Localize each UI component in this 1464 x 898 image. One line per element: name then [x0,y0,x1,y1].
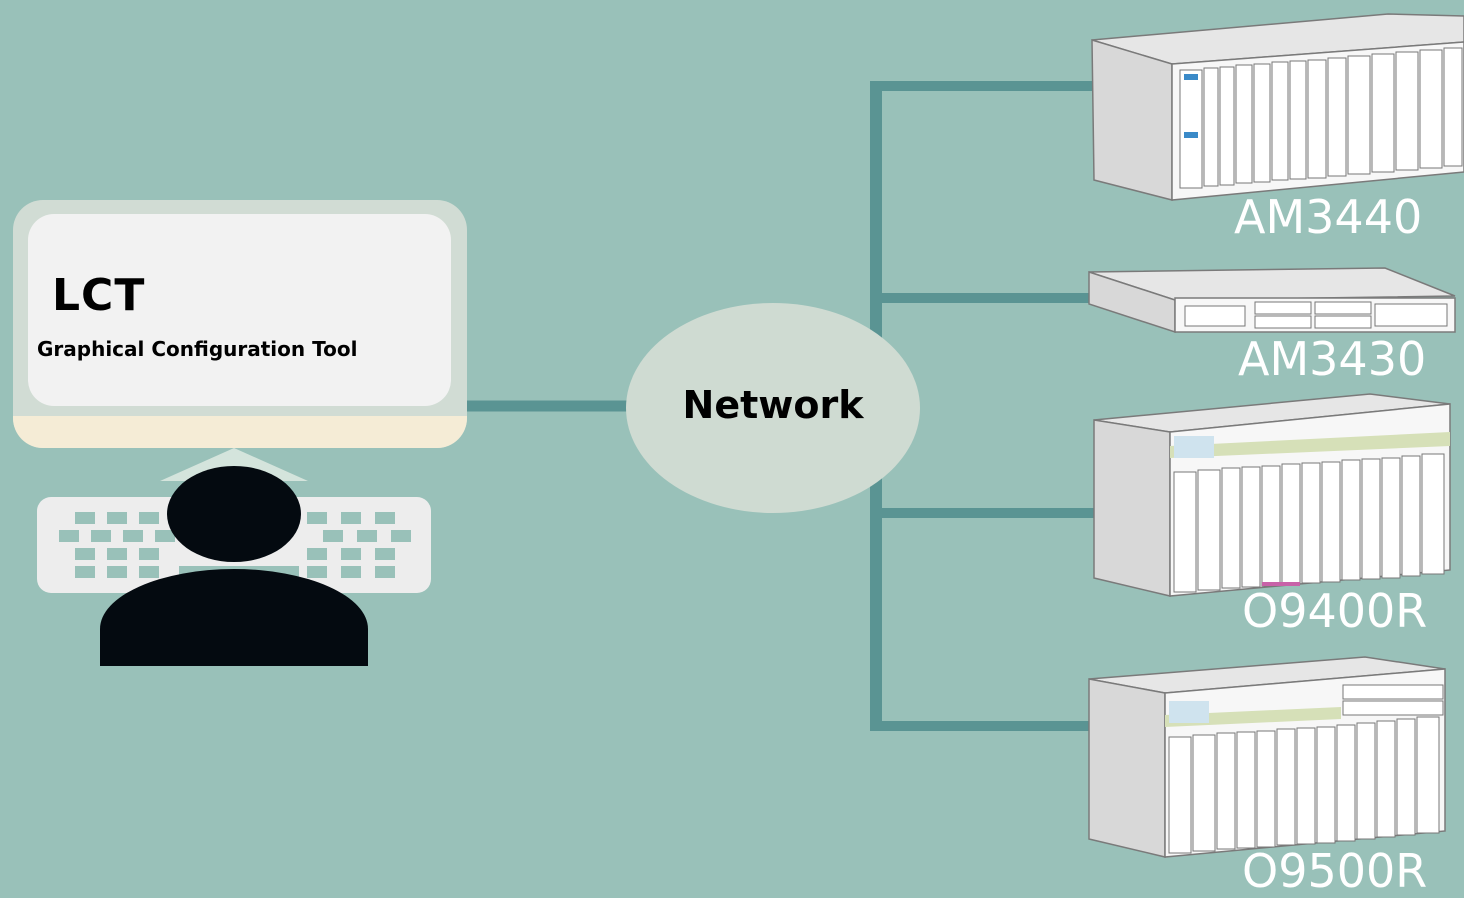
device-label-am3440: AM3440 [1234,190,1423,244]
network-label: Network [682,383,864,427]
o9500r-chassis-icon [1088,656,1446,858]
am3430-chassis-icon [1088,267,1456,334]
am3440-chassis-icon [1091,13,1464,201]
o9400r-chassis-icon [1093,393,1451,597]
lct-subtitle: Graphical Configuration Tool [37,337,358,361]
user-body-icon [100,569,368,666]
network-node [626,303,920,513]
device-label-o9400r: O9400R [1242,584,1428,638]
device-label-o9500r: O9500R [1242,844,1428,898]
user-head-icon [167,466,301,562]
monitor-chin [13,416,467,448]
lct-title: LCT [52,270,146,321]
device-label-am3430: AM3430 [1238,332,1427,386]
monitor-screen [28,214,451,406]
